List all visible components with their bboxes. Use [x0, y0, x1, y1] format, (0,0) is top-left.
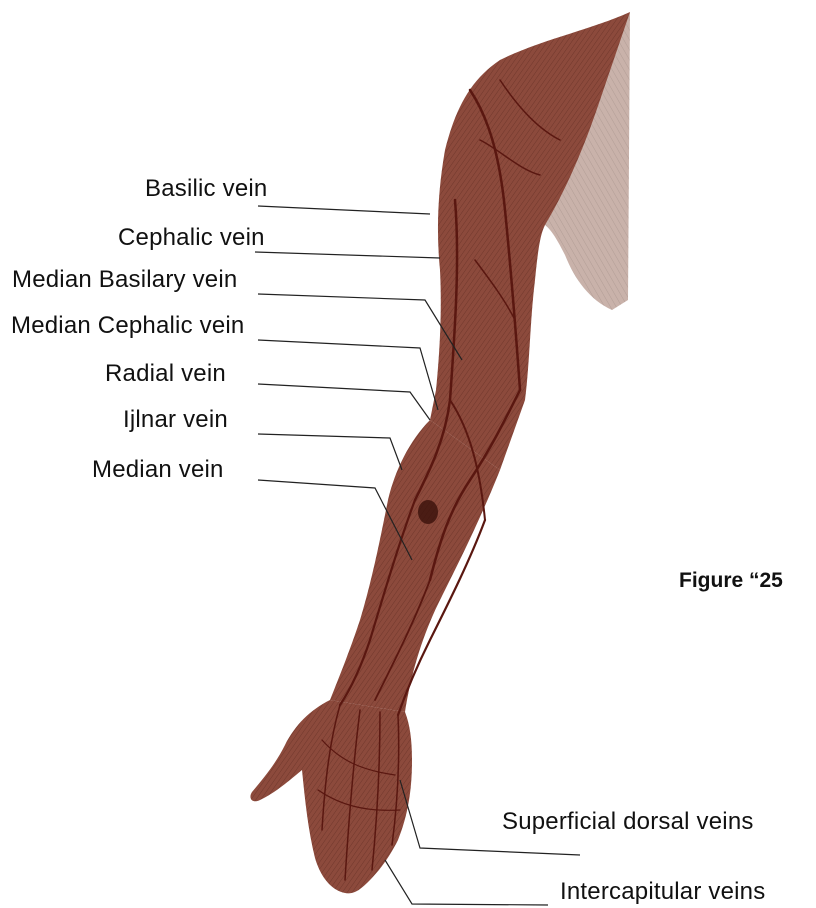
label-intercapitular-veins: Intercapitular veins: [560, 880, 765, 904]
label-superficial-dorsal-veins: Superficial dorsal veins: [502, 810, 754, 834]
label-basilic-vein: Basilic vein: [145, 177, 267, 201]
leader-cephalic: [255, 252, 440, 258]
leader-ulnar: [258, 434, 402, 470]
leader-intercapitular: [385, 860, 548, 905]
leader-basilic: [258, 206, 430, 214]
leader-median-cephalic: [258, 340, 438, 410]
figure-caption: Figure “25: [679, 570, 783, 591]
label-radial-vein: Radial vein: [105, 362, 226, 386]
label-median-vein: Median vein: [92, 458, 224, 482]
label-ulnar-vein: Ijlnar vein: [123, 408, 228, 432]
leader-median-basilary: [258, 294, 462, 360]
label-median-basilary-vein: Median Basilary vein: [12, 268, 237, 292]
arm-shading: [250, 12, 630, 893]
label-cephalic-vein: Cephalic vein: [118, 226, 265, 250]
leader-radial: [258, 384, 430, 420]
elbow-shadow: [418, 500, 438, 524]
label-median-cephalic-vein: Median Cephalic vein: [11, 314, 244, 338]
